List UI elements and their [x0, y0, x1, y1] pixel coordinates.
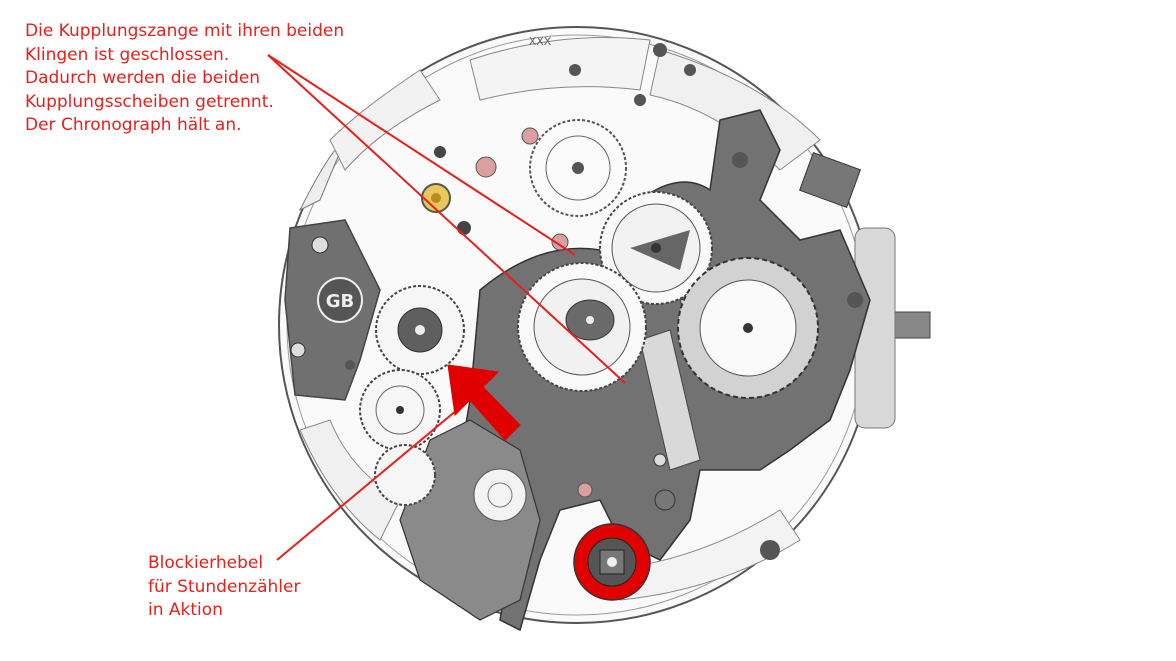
blocking-lever-annotation-line: Blockierhebel	[148, 553, 264, 573]
logo-plate	[284, 219, 381, 401]
clutch-annotation-line: Kupplungsscheiben getrennt.	[25, 91, 274, 112]
gear-chrono-wheel	[517, 262, 647, 392]
jewels-and-screws	[345, 43, 863, 560]
plate-engraving: XXX	[529, 35, 552, 48]
minute-counter-gear	[359, 369, 441, 451]
clutch-annotation-line: Die Kupplungszange mit ihren beiden	[25, 21, 345, 41]
action-arrow	[447, 364, 521, 441]
hour-counter-heart-wheel	[573, 523, 651, 601]
clutch-annotation: Die Kupplungszange mit ihren beiden Klin…	[25, 20, 344, 138]
intermediate-gear	[374, 444, 436, 506]
winding-wheel	[473, 468, 527, 522]
hour-counter-gear	[375, 285, 465, 375]
winding-stem	[799, 152, 931, 429]
clutch-annotation-line: Dadurch werden die beiden	[25, 68, 261, 88]
annotation-leaders	[267, 54, 626, 561]
clutch-annotation-line: Klingen ist geschlossen.	[25, 44, 230, 65]
blocking-lever-annotation-line: in Aktion	[148, 600, 223, 620]
logo-mark: GB	[326, 291, 355, 312]
blocking-lever-annotation: Blockierhebel für Stundenzähler in Aktio…	[148, 552, 300, 623]
gear-chrono-runner	[599, 191, 713, 305]
gear-top-center	[529, 119, 627, 217]
clutch-annotation-line: Der Chronograph hält an.	[25, 115, 242, 135]
blocking-lever-annotation-line: für Stundenzähler	[148, 576, 301, 597]
column-wheel	[677, 257, 819, 399]
